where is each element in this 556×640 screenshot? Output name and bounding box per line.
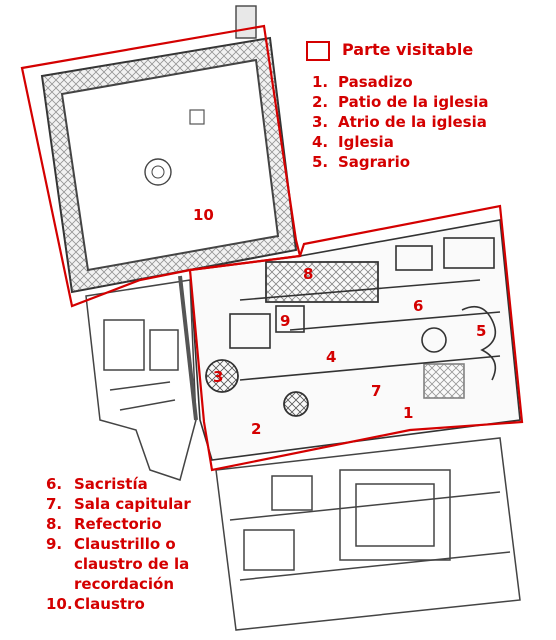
legend-item: claustro de la	[74, 555, 190, 573]
legend-item: 6.Sacristía	[46, 475, 148, 493]
marker-8: 8	[303, 265, 314, 283]
visitable-swatch	[306, 41, 330, 61]
marker-1: 1	[403, 404, 414, 422]
marker-7: 7	[371, 382, 382, 400]
legend-item: 1.Pasadizo	[312, 73, 413, 91]
marker-4: 4	[326, 348, 337, 366]
legend-item: 3.Atrio de la iglesia	[312, 113, 487, 131]
legend-item: 9.Claustrillo o	[46, 535, 176, 553]
marker-5: 5	[476, 322, 487, 340]
legend-item: 10.Claustro	[46, 595, 145, 613]
legend-item: recordación	[74, 575, 175, 593]
legend-item: 5.Sagrario	[312, 153, 411, 171]
legend-title: Parte visitable	[342, 40, 474, 59]
claustro-plan	[40, 5, 298, 294]
marker-10: 10	[193, 206, 214, 224]
marker-2: 2	[251, 420, 262, 438]
legend-item: 2.Patio de la iglesia	[312, 93, 489, 111]
legend-item: 7.Sala capitular	[46, 495, 191, 513]
legend-item: 4.Iglesia	[312, 133, 394, 151]
visitable-outline	[20, 24, 524, 472]
marker-3: 3	[213, 368, 224, 386]
south-plan	[215, 437, 521, 631]
church-plan	[178, 219, 521, 461]
marker-6: 6	[413, 297, 424, 315]
annex-plan	[85, 279, 197, 481]
marker-9: 9	[280, 312, 291, 330]
legend-item: 8.Refectorio	[46, 515, 162, 533]
